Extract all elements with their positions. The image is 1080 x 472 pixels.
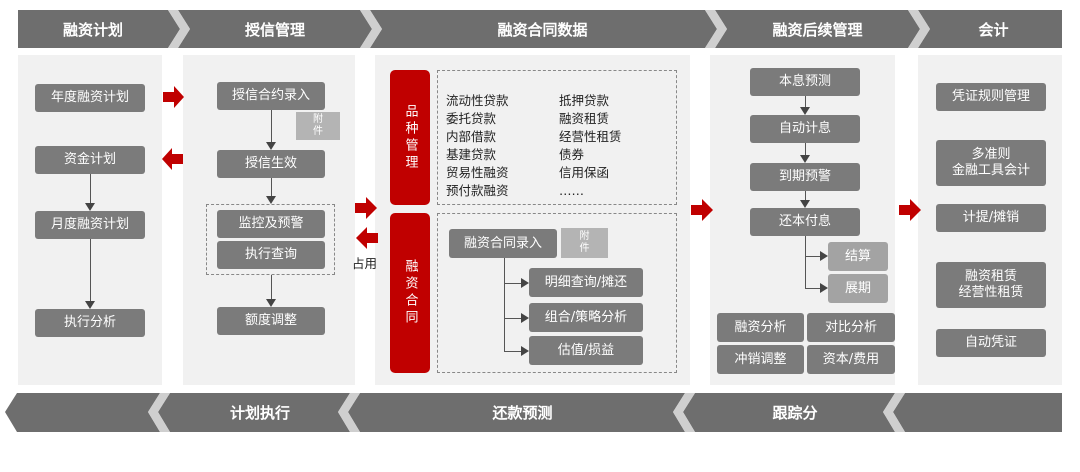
header-post-management: 融资后续管理 [772, 20, 863, 39]
connector [90, 239, 91, 301]
header-accounting: 会计 [978, 20, 1009, 39]
arrow-down-icon [266, 196, 276, 204]
interest-forecast-box[interactable]: 本息预测 [750, 68, 860, 96]
variety-item: 债券 [559, 147, 585, 162]
arrow-right-icon [521, 313, 529, 323]
connector [805, 96, 806, 107]
footer-repayment-forecast: 还款预测 [492, 404, 553, 422]
attachment-label: 件 [313, 126, 323, 137]
arrow-down-icon [266, 299, 276, 307]
arrow-down-icon [800, 155, 810, 163]
variety-item: 预付款融资 [446, 183, 509, 198]
connector [504, 318, 522, 319]
connector [271, 178, 272, 196]
due-warning-box[interactable]: 到期预警 [750, 163, 860, 191]
arrow-down-icon [85, 203, 95, 211]
variety-item: 流动性贷款 [446, 93, 509, 108]
contract-entry-box[interactable]: 融资合同录入 [449, 229, 557, 258]
header-contract-data: 融资合同数据 [497, 20, 588, 39]
connector [504, 258, 505, 351]
attachment-label: 件 [579, 243, 590, 254]
credit-entry-box[interactable]: 授信合约录入 [217, 82, 325, 110]
arrow-right-icon [820, 251, 828, 261]
header-credit-management: 授信管理 [244, 20, 305, 39]
portfolio-analysis-box[interactable]: 组合/策略分析 [529, 303, 643, 332]
voucher-rules-box[interactable]: 凭证规则管理 [936, 83, 1046, 111]
contract-group [437, 213, 677, 373]
arrow-down-icon [800, 200, 810, 208]
variety-item: 信用保函 [559, 165, 610, 180]
monitor-group [206, 204, 335, 275]
execution-query-box[interactable]: 执行查询 [217, 241, 325, 269]
extension-box[interactable]: 展期 [828, 274, 888, 303]
detail-query-box[interactable]: 明细查询/摊还 [529, 268, 643, 297]
connector [271, 275, 272, 299]
monitor-warning-box[interactable]: 监控及预警 [217, 210, 325, 238]
lease-box[interactable]: 融资租赁 经营性租赁 [936, 262, 1046, 308]
fund-plan-box[interactable]: 资金计划 [35, 146, 145, 174]
variety-list-left: 流动性贷款委托贷款内部借款基建贷款贸易性融资预付款融资 [446, 92, 509, 200]
footer-plan-execution: 计划执行 [229, 404, 290, 422]
attachment-label: 附 [579, 231, 590, 242]
connector [805, 236, 806, 288]
valuation-box[interactable]: 估值/损益 [529, 336, 643, 365]
variety-item: 委托贷款 [446, 111, 497, 126]
arrow-right-icon [820, 283, 828, 293]
occupy-label: 占用 [352, 256, 378, 271]
attachment-tag[interactable]: 附件 [296, 112, 340, 140]
multi-gaap-box[interactable]: 多准则 金融工具会计 [936, 140, 1046, 186]
auto-voucher-box[interactable]: 自动凭证 [936, 329, 1046, 357]
connector [504, 351, 522, 352]
header-financing-plan: 融资计划 [62, 20, 123, 39]
variety-item: 贸易性融资 [446, 165, 509, 180]
credit-effective-box[interactable]: 授信生效 [217, 150, 325, 178]
accrual-box[interactable]: 计提/摊销 [936, 204, 1046, 232]
auto-interest-box[interactable]: 自动计息 [750, 115, 860, 143]
variety-item: 抵押贷款 [559, 93, 610, 108]
execution-analysis-box[interactable]: 执行分析 [35, 309, 145, 337]
settlement-box[interactable]: 结算 [828, 242, 888, 271]
financing-analysis-box[interactable]: 融资分析 [717, 313, 804, 342]
connector [805, 191, 806, 200]
arrow-down-icon [266, 142, 276, 150]
variety-group [437, 70, 677, 205]
quota-adjust-box[interactable]: 额度调整 [217, 307, 325, 335]
variety-item: …… [559, 183, 584, 198]
annual-plan-box[interactable]: 年度融资计划 [35, 84, 145, 112]
comparison-analysis-box[interactable]: 对比分析 [807, 313, 895, 342]
attachment-tag[interactable]: 附件 [561, 228, 608, 258]
connector [805, 288, 821, 289]
repayment-box[interactable]: 还本付息 [750, 208, 860, 236]
financing-contract-label: 融资合同 [390, 213, 430, 373]
attachment-label: 附 [313, 114, 323, 125]
arrow-right-icon [521, 278, 529, 288]
connector [271, 110, 272, 142]
variety-management-label: 品种管理 [390, 70, 430, 205]
capital-expense-box[interactable]: 资本/费用 [807, 345, 895, 374]
variety-list-right: 抵押贷款融资租赁经营性租赁债券信用保函 …… [559, 92, 622, 200]
variety-item: 融资租赁 [559, 111, 610, 126]
write-off-box[interactable]: 冲销调整 [717, 345, 804, 374]
connector [90, 174, 91, 203]
variety-item: 基建贷款 [446, 147, 497, 162]
footer-tracking: 跟踪分 [772, 404, 818, 422]
arrow-right-icon [521, 346, 529, 356]
arrow-down-icon [85, 301, 95, 309]
variety-item: 内部借款 [446, 129, 497, 144]
monthly-plan-box[interactable]: 月度融资计划 [35, 211, 145, 239]
arrow-down-icon [800, 107, 810, 115]
connector [504, 283, 522, 284]
connector [805, 143, 806, 155]
variety-item: 经营性租赁 [559, 129, 622, 144]
connector [805, 256, 821, 257]
